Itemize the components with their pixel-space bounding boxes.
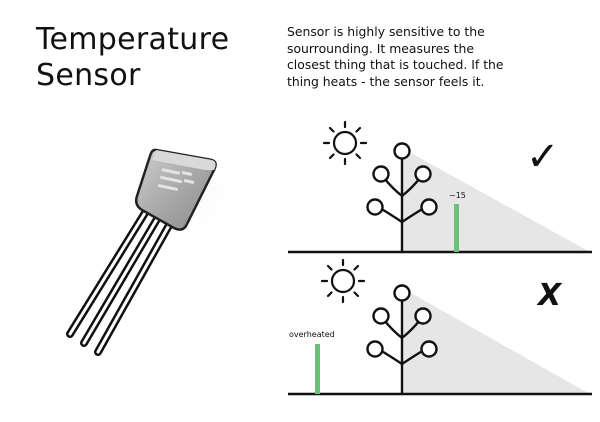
panel-incorrect: overheated X <box>288 258 592 396</box>
sensor-reading-label: overheated <box>289 330 335 339</box>
sensor-reading-bar <box>454 204 459 252</box>
description-line-3: closest thing that is touched. If the <box>287 57 504 72</box>
sensor-reading-bar <box>315 344 320 394</box>
sensor-description: Sensor is highly sensitive to the sourro… <box>287 24 587 90</box>
sun-icon <box>320 258 366 304</box>
title-line-1: Temperature <box>36 22 230 57</box>
description-line-1: Sensor is highly sensitive to the <box>287 24 485 39</box>
sun-icon <box>322 120 368 166</box>
plant-icon <box>366 284 438 396</box>
cross-icon: X <box>536 278 563 313</box>
temperature-sensor-component <box>66 148 240 356</box>
shadow-area <box>402 288 590 394</box>
checkmark-icon: ✓ <box>526 134 560 180</box>
page-title: Temperature Sensor <box>36 22 229 94</box>
sensor-body-top <box>152 150 216 170</box>
description-line-4: thing heats - the sensor feels it. <box>287 73 485 89</box>
panel-correct: ~15 ✓ <box>288 120 592 254</box>
description-line-2: sourrounding. It measures the <box>287 40 474 56</box>
plant-icon <box>366 142 438 254</box>
sensor-legs <box>66 204 176 356</box>
shadow-area <box>402 148 590 252</box>
title-line-2: Sensor <box>36 58 141 93</box>
sensor-markings <box>157 168 195 192</box>
sensor-reading-label: ~15 <box>449 191 466 200</box>
